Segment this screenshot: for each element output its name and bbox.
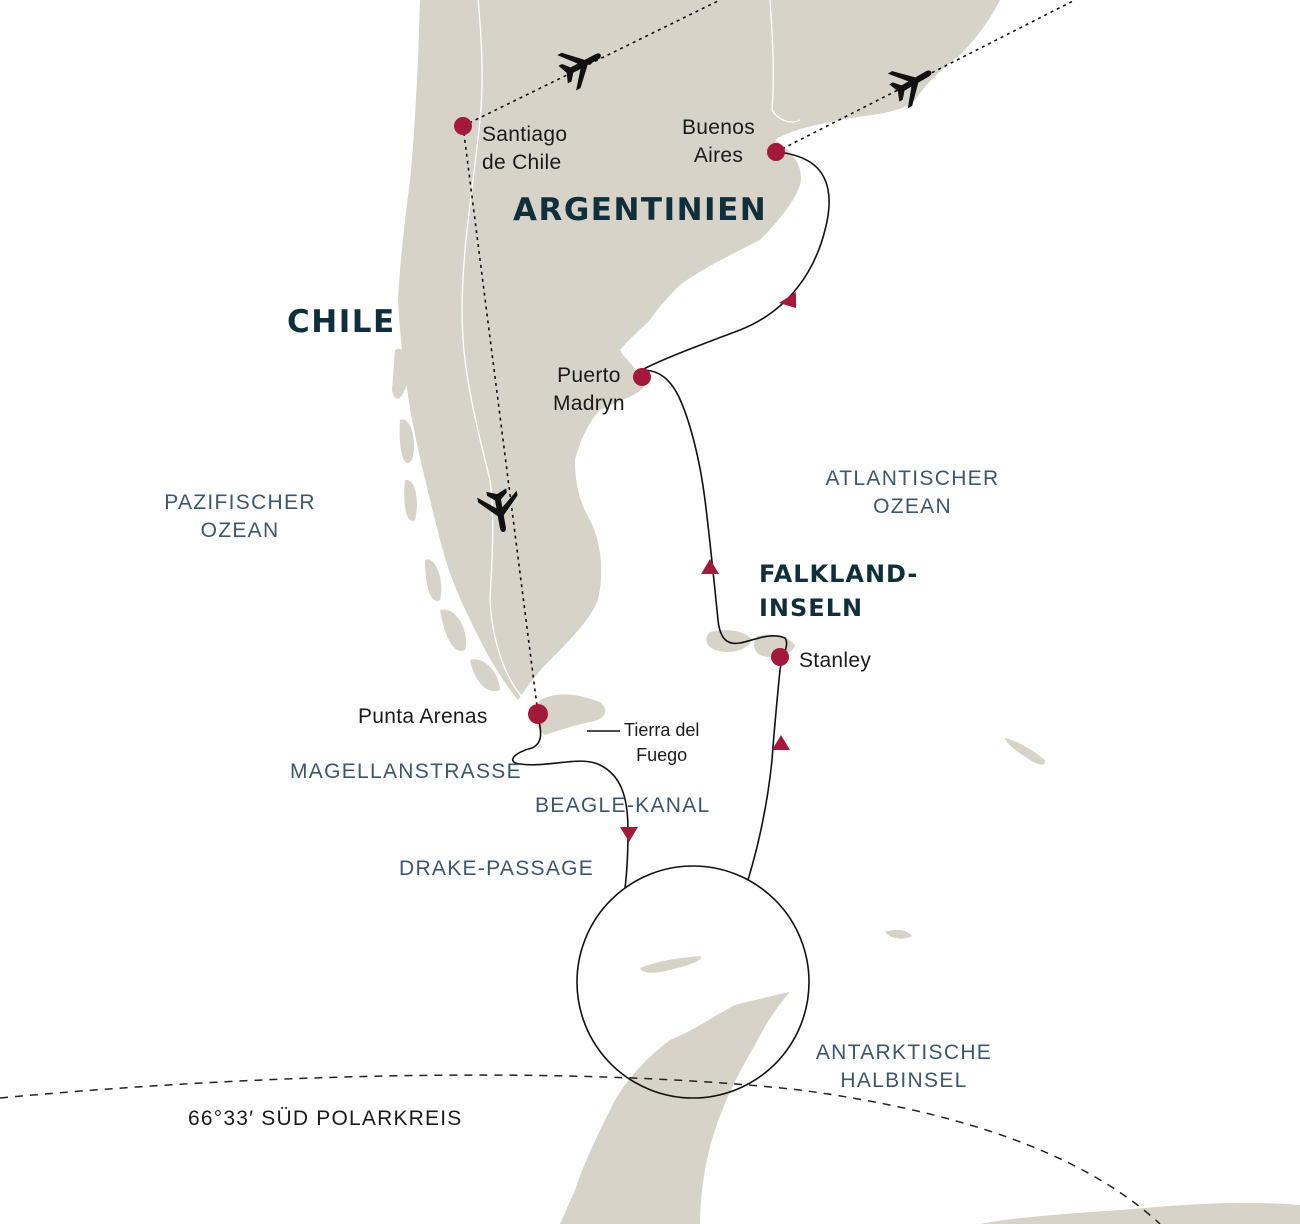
stop-marker-icon (767, 143, 785, 161)
land-tierra-del-fuego (535, 694, 606, 735)
stop-label-stanley: Stanley (799, 649, 872, 672)
land-falkland-west (706, 630, 752, 652)
land-south-america (398, 0, 1000, 700)
polar-circle-label: 66°33′ SÜD POLARKREIS (188, 1107, 463, 1130)
water-label-pazifischer-ozean: PAZIFISCHER OZEAN (164, 491, 316, 542)
stop-markers (454, 117, 789, 724)
country-label-argentinien: ARGENTINIEN (513, 192, 768, 228)
land-south-shetland (640, 956, 701, 973)
stop-label-punta-arenas: Punta Arenas (358, 705, 488, 728)
flight-paths (462, 0, 1076, 715)
land-antarctic-peninsula (560, 992, 790, 1224)
water-label-magellanstrasse: MAGELLANSTRASSE (290, 760, 522, 783)
border-north (769, 0, 801, 123)
flight-santiago-north (462, 0, 721, 127)
antarctica-highlight-circle (576, 865, 810, 1099)
stop-label-santiago: Santiago de Chile (482, 123, 568, 174)
region-label-falkland: FALKLAND- INSELN (759, 560, 919, 622)
stop-label-puerto-madryn: Puerto Madryn (553, 364, 625, 415)
stop-label-buenos-aires: Buenos Aires (682, 116, 756, 167)
water-label-beagle-kanal: BEAGLE-KANAL (535, 794, 711, 817)
place-label-tierra-del-fuego: Tierra del Fuego (624, 720, 700, 765)
route-arrow-icon (701, 559, 719, 574)
stop-marker-icon (528, 704, 548, 724)
land-islands-chile (392, 349, 500, 692)
flight-santiago-punta-arenas (462, 125, 539, 715)
land-south-georgia (1005, 738, 1046, 765)
stop-marker-icon (454, 117, 472, 135)
water-label-drake-passage: DRAKE-PASSAGE (399, 857, 595, 880)
land-south-orkney (885, 929, 912, 939)
route-arrow-icon (779, 292, 796, 308)
route-arrow-icon (772, 735, 790, 750)
route-arrow-icon (620, 827, 638, 842)
water-label-atlantischer-ozean: ATLANTISCHER OZEAN (825, 467, 1000, 518)
borders (461, 0, 801, 701)
polar-circle-line (0, 1074, 1161, 1224)
land-antarctic-mainland (980, 1202, 1300, 1224)
stop-marker-icon (633, 368, 651, 386)
stop-marker-icon (771, 648, 789, 666)
border-chile-argentina (461, 0, 526, 701)
route-arrows (620, 292, 796, 842)
water-label-antarktische-halbinsel: ANTARKTISCHE HALBINSEL (815, 1041, 993, 1092)
country-label-chile: CHILE (287, 304, 396, 340)
